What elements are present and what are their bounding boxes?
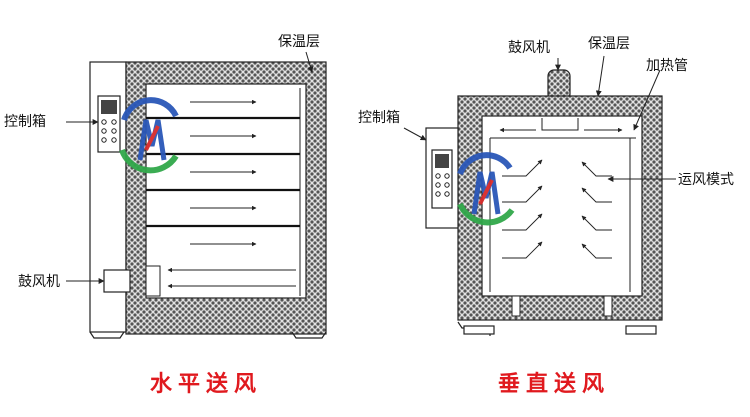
label-left-control-box: 控制箱: [4, 114, 46, 130]
left-shelves: [146, 116, 300, 228]
right-control-panel: [431, 149, 453, 209]
right-inner-chamber: [481, 115, 643, 297]
label-right-control-box: 控制箱: [358, 110, 400, 126]
label-right-blower: 鼓风机: [508, 40, 550, 56]
left-blower-housing: [103, 269, 131, 293]
label-right-heating-tube: 加热管: [646, 58, 688, 74]
label-left-insulation: 保温层: [278, 34, 320, 50]
right-airflow-arrows: [502, 159, 612, 259]
label-right-insulation: 保温层: [588, 36, 630, 52]
left-logo-watermark: [119, 97, 179, 174]
label-left-blower: 鼓风机: [18, 274, 60, 290]
left-airflow-arrows: [167, 99, 296, 289]
caption-vertical-airflow: 垂直送风: [498, 371, 611, 397]
right-logo-watermark: [457, 152, 515, 226]
left-control-panel: [97, 95, 121, 153]
label-right-air-mode: 运风模式: [678, 172, 734, 188]
left-oven: [66, 51, 327, 339]
right-oven: [403, 55, 676, 336]
caption-horizontal-airflow: 水平送风: [150, 371, 263, 397]
